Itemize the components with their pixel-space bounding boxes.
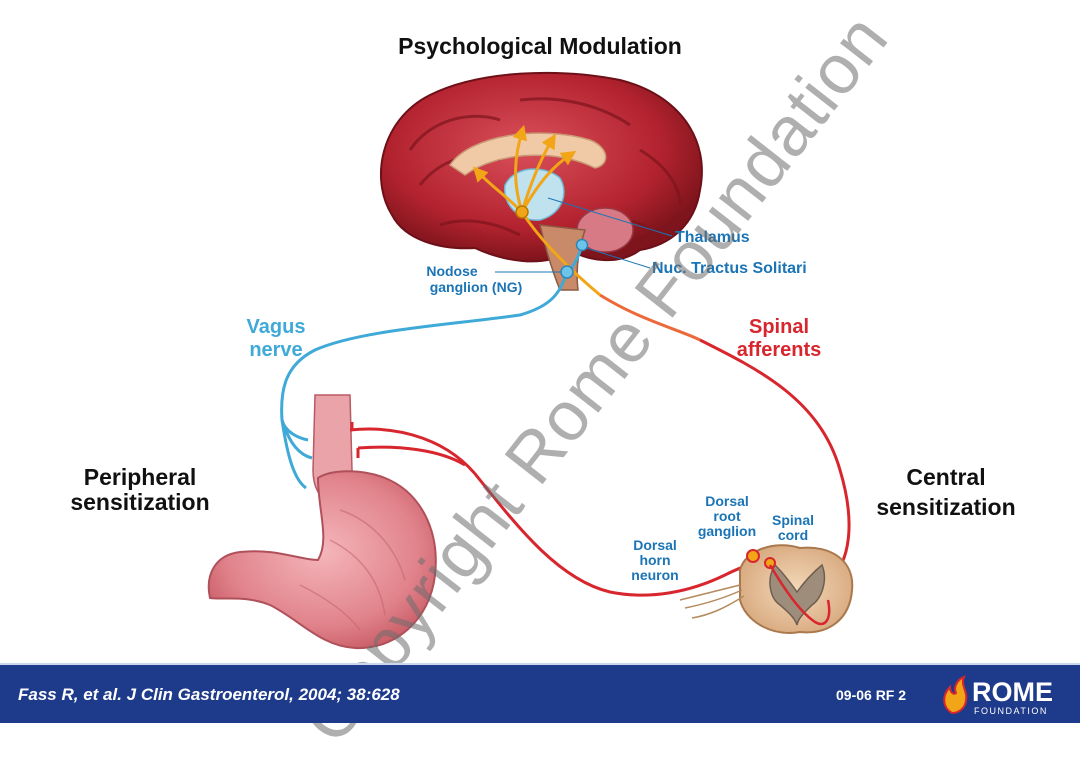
dorsal-horn-neuron-node — [764, 557, 776, 569]
modulation-node — [515, 205, 529, 219]
nts-label: Nuc. Tractus Solitari — [652, 260, 807, 277]
footer-bar: Fass R, et al. J Clin Gastroenterol, 200… — [0, 663, 1080, 723]
spinal-afferents-label-line2: afferents — [737, 339, 821, 361]
slide-code: 09-06 RF 2 — [836, 687, 907, 703]
peripheral-label-line2: sensitization — [70, 489, 209, 515]
thalamus-label: Thalamus — [675, 229, 750, 246]
spinal-cord-grey-matter — [769, 563, 826, 626]
nodose-label-line2: ganglion (NG) — [430, 279, 523, 295]
nts-pointer — [579, 245, 651, 269]
dorsal-horn-label-line3: neuron — [631, 567, 678, 583]
stomach — [207, 470, 437, 650]
flame-icon — [943, 675, 968, 715]
drg-label-line2: root — [713, 508, 741, 524]
dorsal-root-ganglion-node — [746, 549, 760, 563]
nodose-label-line1: Nodose — [426, 263, 478, 279]
nts-node — [575, 238, 589, 252]
rome-foundation-logo: ROME FOUNDATION — [943, 675, 1053, 716]
spinal-afferent-branch-2 — [357, 445, 466, 467]
gut-brain-diagram: Psychological Modulation Thalamus Nuc. T… — [70, 33, 1016, 650]
thalamus-pointer — [547, 197, 673, 237]
nodose-ganglion-node — [560, 265, 574, 279]
spinal-cord-pathway — [768, 564, 831, 626]
modulation-arrow-up-left — [512, 124, 527, 213]
drg-label-line1: Dorsal — [705, 493, 749, 509]
spinal-cord-label-line1: Spinal — [772, 512, 814, 528]
stomach-folds — [299, 509, 406, 631]
vagus-label-line1: Vagus — [247, 316, 306, 338]
central-label-line2: sensitization — [876, 494, 1015, 520]
drg-label-line3: ganglion — [698, 523, 756, 539]
central-label-line1: Central — [906, 464, 985, 490]
modulation-arrow-up — [520, 133, 556, 213]
page-title: Psychological Modulation — [398, 33, 682, 59]
spinal-afferents-label-line1: Spinal — [749, 316, 809, 338]
corpus-callosum — [448, 132, 607, 176]
spinal-afferent-gradient-segment — [599, 293, 701, 342]
logo-wordmark: ROME — [972, 677, 1053, 707]
dorsal-root-fibers — [679, 584, 745, 619]
vagus-branch-3 — [280, 419, 307, 490]
stomach-illustration — [207, 394, 437, 650]
spinal-cord-label-line2: cord — [778, 527, 808, 543]
citation-text: Fass R, et al. J Clin Gastroenterol, 200… — [18, 685, 400, 704]
vagus-label-line2: nerve — [249, 339, 302, 361]
spinal-afferent-to-gut — [349, 427, 771, 597]
dorsal-horn-label-line2: horn — [639, 552, 670, 568]
peripheral-label-line1: Peripheral — [84, 464, 197, 490]
dorsal-horn-label-line1: Dorsal — [633, 537, 677, 553]
logo-subtext: FOUNDATION — [974, 706, 1048, 716]
modulation-descending — [520, 211, 601, 297]
pointer-lines — [495, 197, 673, 273]
modulation-arrow-up-right — [520, 150, 577, 213]
